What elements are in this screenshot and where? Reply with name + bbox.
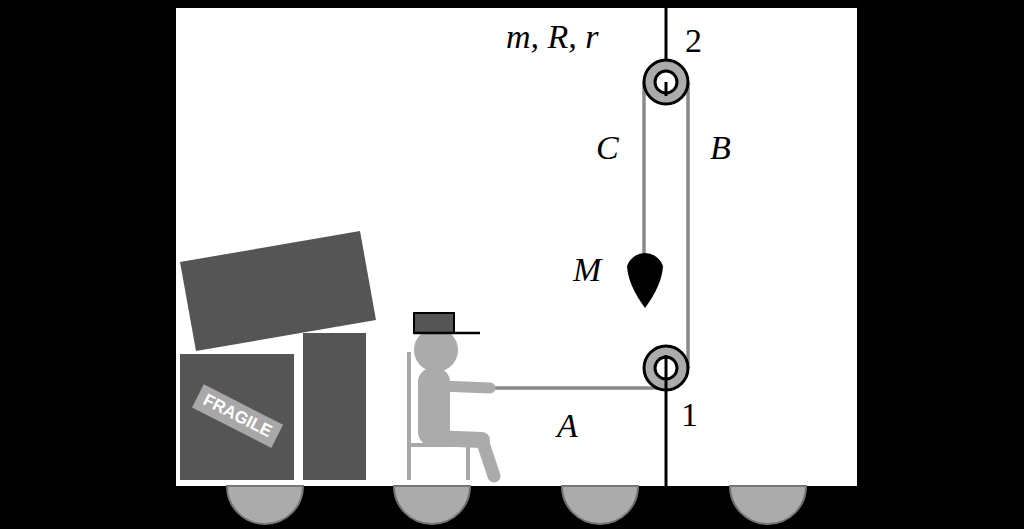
axle xyxy=(665,82,668,96)
diagram-label: B xyxy=(710,131,731,165)
diagram-label: A xyxy=(557,409,578,443)
pulley xyxy=(644,60,688,104)
axle xyxy=(665,355,668,390)
hanging-mass xyxy=(627,253,663,308)
pulley xyxy=(644,346,688,390)
diagram-label: C xyxy=(596,131,619,165)
wagon-body xyxy=(176,8,857,486)
person xyxy=(414,328,494,476)
diagram-label: 1 xyxy=(681,398,698,432)
ropes xyxy=(490,82,688,388)
cargo-box xyxy=(180,354,294,480)
diagram-label: M xyxy=(573,253,601,287)
cargo-box xyxy=(303,333,366,480)
wheels xyxy=(227,486,806,524)
chair xyxy=(409,352,470,480)
diagram-label: 2 xyxy=(685,24,702,58)
diagram-label: m, R, r xyxy=(506,20,599,54)
cap xyxy=(414,313,480,333)
